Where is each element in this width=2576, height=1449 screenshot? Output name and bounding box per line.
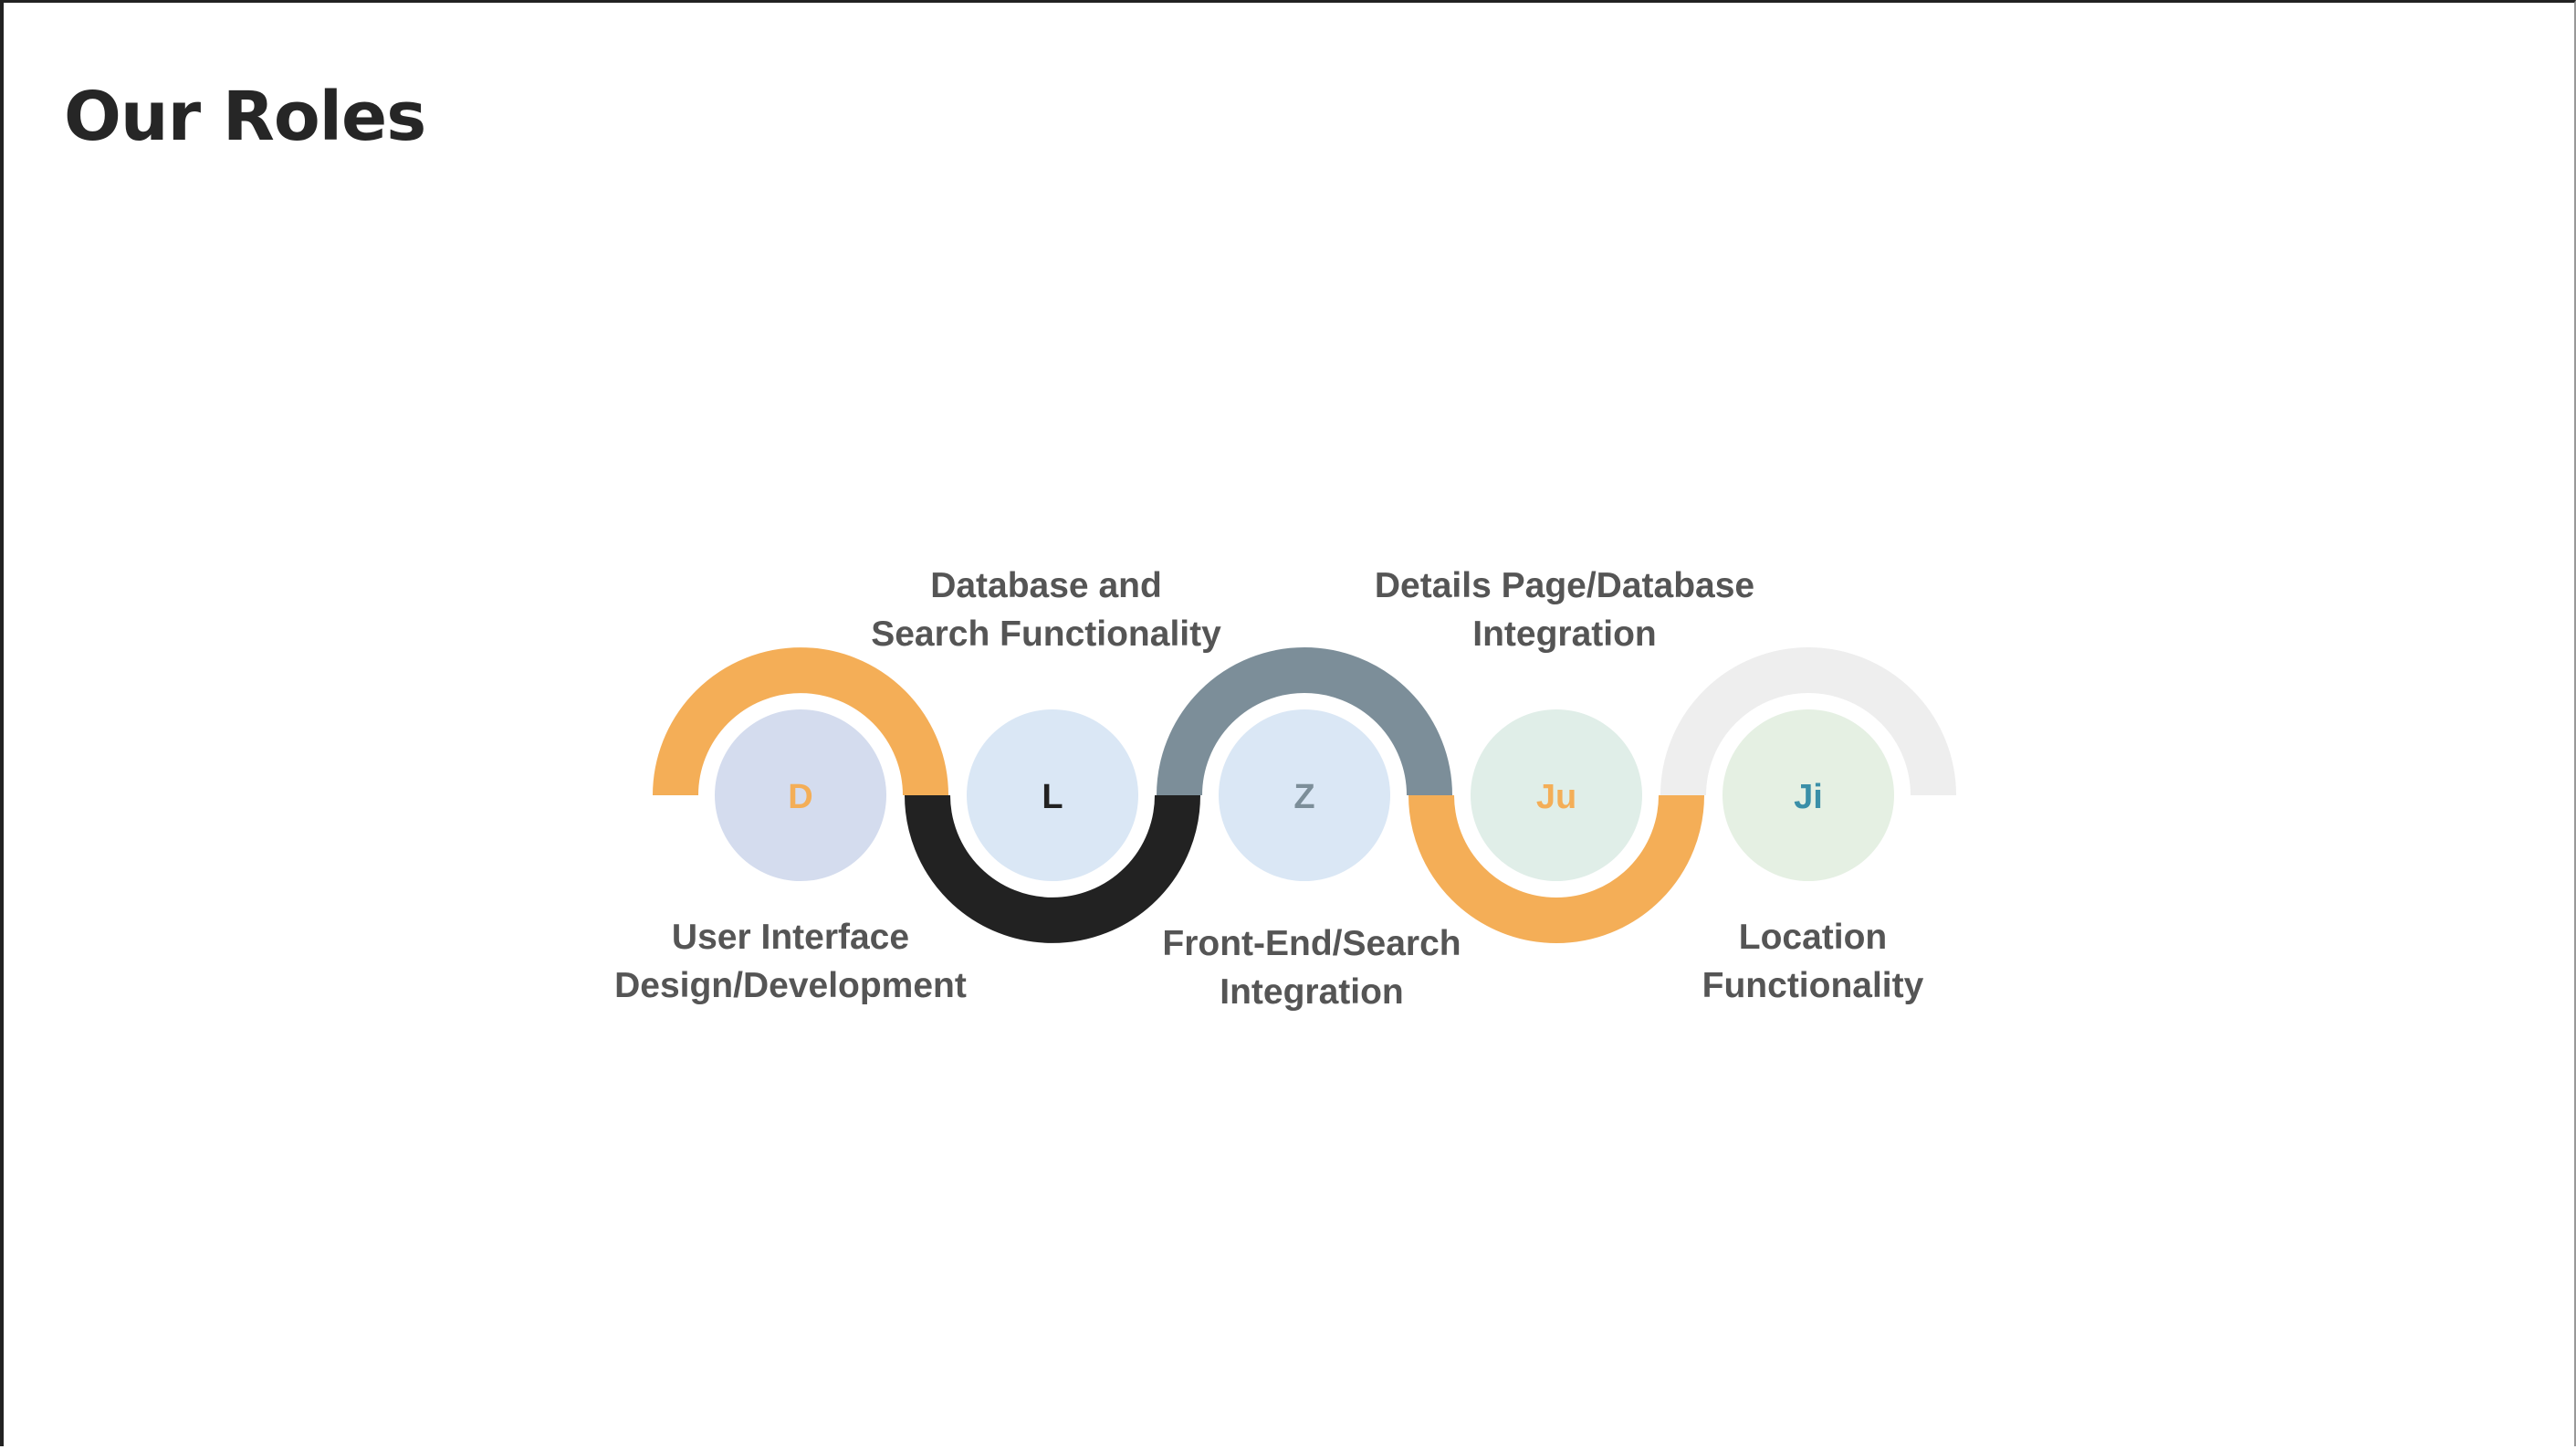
role-label-line: Database and: [930, 566, 1162, 605]
role-arc-5: [1660, 647, 1956, 796]
role-arc-3: [1157, 647, 1452, 796]
role-label-line: Integration: [1220, 972, 1404, 1012]
role-arc-1: [653, 647, 948, 796]
role-label-line: User Interface: [671, 918, 910, 957]
role-initial-1: D: [788, 778, 812, 816]
role-label-ui-design: User Interface Design/Development: [517, 913, 1064, 1010]
role-label-line: Location: [1738, 918, 1888, 957]
role-circle-1: [715, 709, 886, 881]
role-initial-4: Ju: [1536, 778, 1576, 816]
role-initial-2: L: [1042, 778, 1063, 816]
role-arc-4: [1408, 794, 1704, 943]
role-initial-5: Ji: [1794, 778, 1823, 816]
role-label-location: Location Functionality: [1539, 913, 2087, 1010]
role-label-line: Search Functionality: [871, 614, 1221, 654]
role-label-details-page: Details Page/Database Integration: [1291, 562, 1838, 658]
role-circle-2: [967, 709, 1138, 881]
role-initial-3: Z: [1293, 778, 1314, 816]
role-circle-5: [1723, 709, 1894, 881]
role-label-line: Design/Development: [614, 966, 967, 1005]
role-label-line: Integration: [1472, 614, 1657, 654]
roles-wave-diagram: D L Z Ju Ji: [653, 647, 1956, 943]
slide-title: Our Roles: [64, 78, 426, 156]
role-label-database-search: Database and Search Functionality: [772, 562, 1320, 658]
role-circle-4: [1471, 709, 1642, 881]
role-circle-3: [1219, 709, 1390, 881]
role-label-line: Front-End/Search: [1162, 924, 1461, 963]
role-label-line: Details Page/Database: [1374, 566, 1755, 605]
role-arc-2: [905, 794, 1200, 943]
role-label-line: Functionality: [1702, 966, 1924, 1005]
role-label-front-end-search: Front-End/Search Integration: [1038, 919, 1586, 1016]
